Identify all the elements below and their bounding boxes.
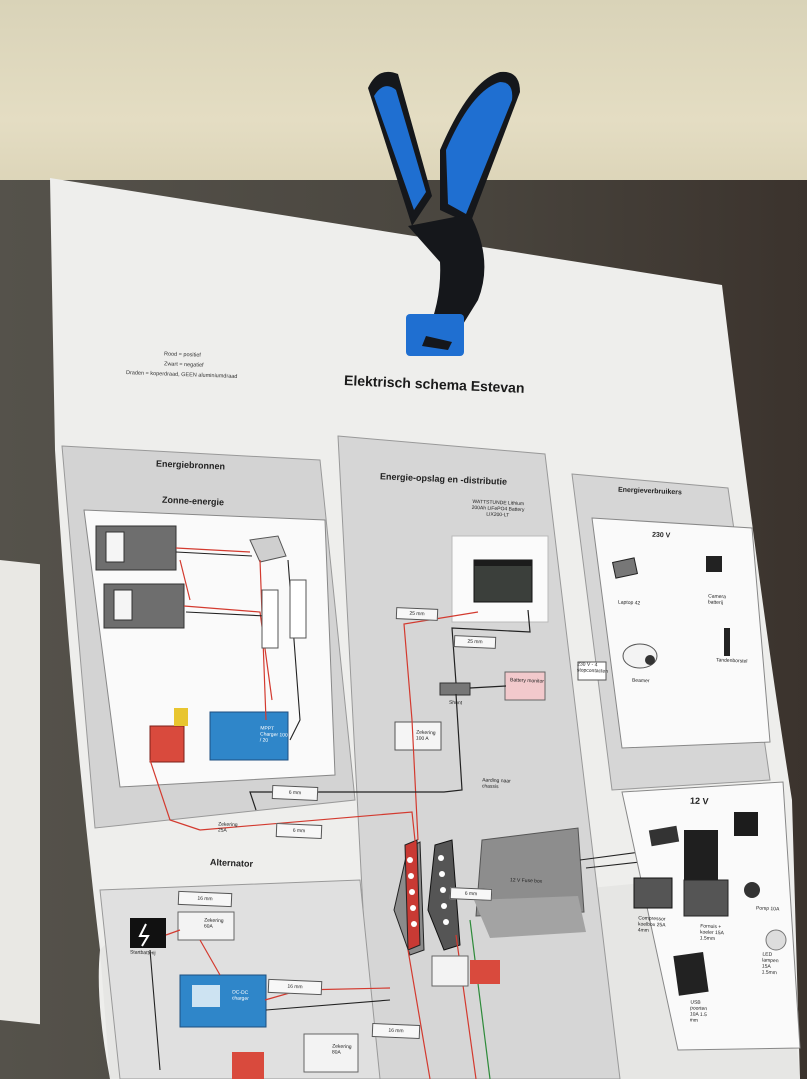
- mppt-charger: [209, 711, 289, 761]
- wire-label-6a: 6 mm: [271, 785, 319, 801]
- lithium-battery: [473, 559, 533, 603]
- starter-battery-image: [130, 918, 166, 948]
- fan-label: Fornuis + koeler 15A 1.5mm: [699, 923, 724, 943]
- grounding-label: Aarding naar chassis: [481, 777, 511, 791]
- battery-label: WATTSTUNDE Lithium 200Ah LiFePO4 Battery…: [471, 498, 525, 519]
- 230v-subpanel: [591, 517, 771, 749]
- shunt-box: [439, 682, 471, 696]
- 12v-heading: 12 V: [689, 795, 709, 807]
- fuse-100-label: Zekering 100 A: [415, 729, 436, 743]
- fuse-60-label: Zekering 60A: [203, 917, 224, 930]
- mppt-label: MPPT Charger 100 / 20: [259, 725, 288, 744]
- led-label: LED lampen 15A 1.5mm: [761, 951, 779, 977]
- pump-label: Pomp 10A: [755, 905, 780, 913]
- wire-label-25b: 25 mm: [453, 635, 497, 649]
- wire-label-16a: 16 mm: [267, 978, 323, 996]
- spring-clamp: [368, 71, 520, 356]
- socket-230-label: 230 V - 4 stopcontacten: [576, 661, 609, 675]
- legend-red: Rood = positief: [163, 351, 201, 359]
- compressor-label: Compressor koelbox 25A 4mm: [637, 915, 666, 934]
- wire-label-6b: 6 mm: [275, 823, 323, 839]
- wire-label-6c: 6 mm: [449, 887, 493, 901]
- alternator-heading: Alternator: [209, 857, 254, 869]
- battery-monitor-box: [504, 671, 546, 701]
- usb-label: USB poorten 10A 1.5 mm: [689, 999, 708, 1024]
- laptop-label: Laptop 42: [617, 599, 641, 607]
- wire-label-16b: 16 mm: [371, 1022, 421, 1040]
- dcdc-label: DC-DC charger: [231, 989, 249, 1003]
- camera-label: Camera batterij: [707, 593, 727, 607]
- laptop-image: [611, 557, 639, 579]
- shunt-label: Shunt: [448, 699, 463, 707]
- 230v-heading: 230 V: [651, 531, 671, 540]
- wire-label-25a: 25 mm: [395, 607, 439, 621]
- fuse-80-label: Zekering 80A: [331, 1043, 352, 1056]
- camera-image: [706, 556, 722, 572]
- beamer-label: Beamer: [631, 677, 650, 685]
- toothbrush-image: [724, 628, 730, 656]
- starter-battery-label: Startbatterij: [129, 949, 156, 957]
- wire-label-16c: 16 mm: [177, 890, 233, 908]
- fuse-25-label: Zekering 25A: [217, 821, 238, 834]
